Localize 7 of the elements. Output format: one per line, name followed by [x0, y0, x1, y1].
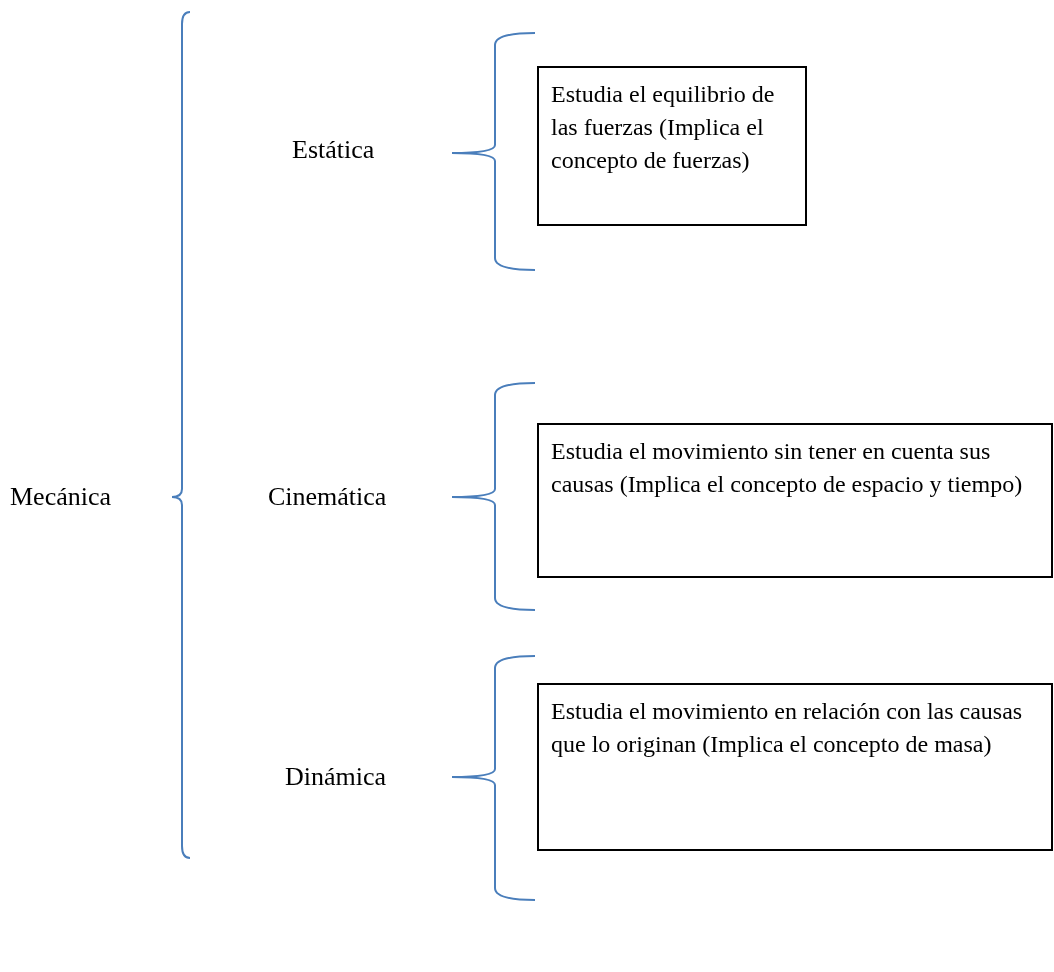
- category-label: Cinemática: [268, 481, 387, 513]
- category-label: Dinámica: [285, 761, 387, 793]
- description-box: Estudia el movimiento sin tener en cuenta sus causas (Implica el concepto de espacio y tiempo): [537, 423, 1053, 578]
- description-box: Estudia el movimiento en relación con las causas que lo originan (Implica el concepto de masa): [537, 683, 1053, 851]
- category-label: Mecánica: [10, 481, 112, 513]
- category-label: Estática: [292, 134, 375, 166]
- description-box: Estudia el equilibrio de las fuerzas (Implica el concepto de fuerzas): [537, 66, 807, 226]
